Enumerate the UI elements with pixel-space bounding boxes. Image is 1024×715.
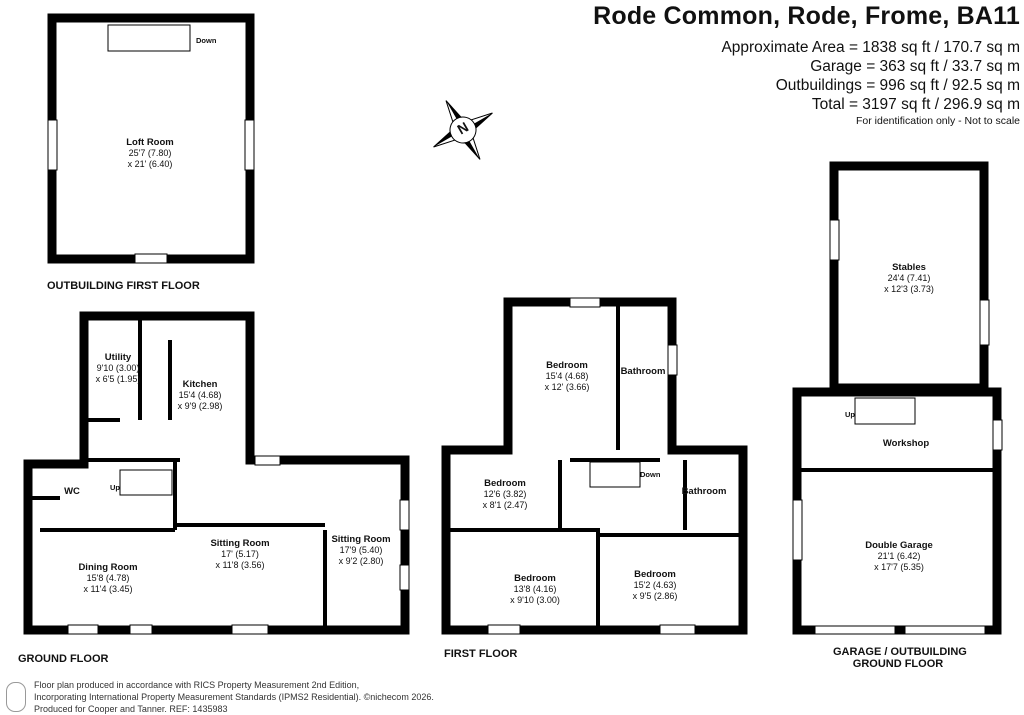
room-bedroom-1-name: Bedroom [546,360,588,371]
room-garage-name: Double Garage [865,540,933,551]
section-first: FIRST FLOOR [444,648,518,660]
compass-icon [433,100,493,160]
room-dining-d1: 15'8 (4.78) [86,573,130,583]
room-bathroom-2: Bathroom [682,486,727,497]
room-bathroom-1-name: Bathroom [620,366,666,377]
room-bedroom-1-d2: x 12' (3.66) [544,382,590,392]
room-loft-name: Loft Room [126,137,174,148]
section-garage-line1: GARAGE / OUTBUILDING [833,646,967,658]
room-dining-d2: x 11'4 (3.45) [83,584,133,594]
section-garage: GARAGE / OUTBUILDING GROUND FLOOR [833,646,967,670]
area-approx: Approximate Area = 1838 sq ft / 170.7 sq… [721,39,1020,56]
room-bedroom-3-d1: 13'8 (4.16) [513,584,557,594]
area-garage: Garage = 363 sq ft / 33.7 sq m [810,58,1020,75]
room-stables-d2: x 12'3 (3.73) [884,284,934,294]
room-bedroom-4-name: Bedroom [634,569,676,580]
stair-up-ground: Up [110,483,120,492]
room-bedroom-2-d2: x 8'1 (2.47) [482,500,528,510]
section-outbuilding-first: OUTBUILDING FIRST FLOOR [47,280,200,292]
room-garage-d1: 21'1 (6.42) [877,551,921,561]
footer-line-3: Produced for Cooper and Tanner. REF: 143… [34,704,228,714]
room-sitting-1-d1: 17' (5.17) [221,549,259,559]
room-workshop-name: Workshop [882,438,930,449]
stair-down-loft: Down [196,36,217,45]
room-bedroom-1-d1: 15'4 (4.68) [545,371,589,381]
room-utility-name: Utility [104,352,132,363]
room-bathroom-1: Bathroom [621,366,666,377]
section-garage-line2: GROUND FLOOR [852,658,944,670]
room-bedroom-2-name: Bedroom [484,478,526,489]
room-bathroom-2-name: Bathroom [681,486,727,497]
room-bedroom-2-d1: 12'6 (3.82) [483,489,527,499]
page-title: Rode Common, Rode, Frome, BA11 [593,2,1020,30]
room-bedroom-4-d1: 15'2 (4.63) [633,580,677,590]
ground-floor-walls [23,311,410,635]
workshop-garage-walls [792,387,1002,635]
room-sitting-1-d2: x 11'8 (3.56) [215,560,265,570]
room-wc: WC [64,486,80,497]
room-utility-d2: x 6'5 (1.95) [95,374,141,384]
footer-line-2: Incorporating International Property Mea… [34,692,434,702]
room-wc-name: WC [64,486,80,497]
room-loft-d1: 25'7 (7.80) [128,148,172,158]
room-sitting-2-name: Sitting Room [331,534,391,545]
room-stables-name: Stables [892,262,926,273]
room-bedroom-4-d2: x 9'5 (2.86) [632,591,678,601]
area-total: Total = 3197 sq ft / 296.9 sq m [811,96,1020,113]
stair-down-first: Down [640,470,661,479]
room-workshop: Workshop [883,438,929,449]
room-utility-d1: 9'10 (3.00) [96,363,140,373]
section-ground: GROUND FLOOR [18,653,109,665]
room-bedroom-3-d2: x 9'10 (3.00) [510,595,560,605]
stair-up-workshop: Up [845,410,855,419]
first-floor-walls [441,297,748,635]
room-stables-d1: 24'4 (7.41) [887,273,931,283]
accessibility-icon [6,682,26,712]
room-sitting-2-d1: 17'9 (5.40) [339,545,383,555]
area-outbuildings: Outbuildings = 996 sq ft / 92.5 sq m [775,77,1020,94]
room-sitting-1-name: Sitting Room [210,538,270,549]
scale-note: For identification only - Not to scale [856,115,1020,127]
footer-line-1: Floor plan produced in accordance with R… [34,680,360,690]
room-sitting-2-d2: x 9'2 (2.80) [338,556,384,566]
room-kitchen-d2: x 9'9 (2.98) [177,401,223,411]
room-dining-name: Dining Room [78,562,138,573]
room-garage-d2: x 17'7 (5.35) [874,562,924,572]
room-kitchen-d1: 15'4 (4.68) [178,390,222,400]
room-bedroom-3-name: Bedroom [514,573,556,584]
room-loft-d2: x 21' (6.40) [127,159,173,169]
room-kitchen-name: Kitchen [182,379,218,390]
